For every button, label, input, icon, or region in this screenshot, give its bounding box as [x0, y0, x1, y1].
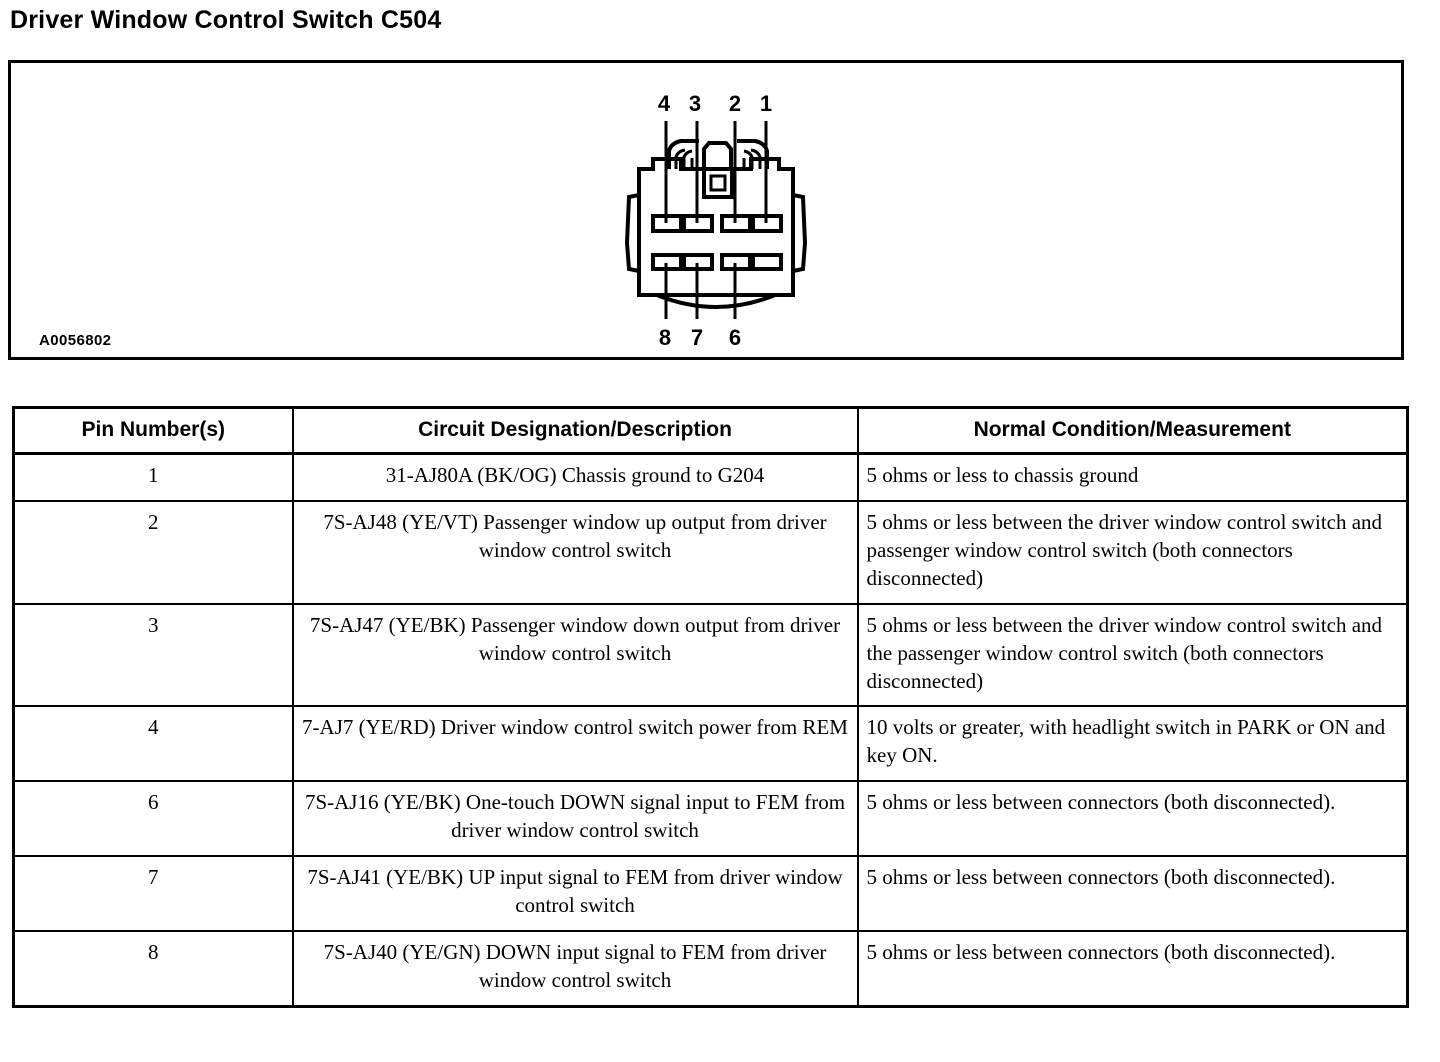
- bottom-pin-labels: 8 7 6: [659, 325, 741, 350]
- table-row: 4 7-AJ7 (YE/RD) Driver window control sw…: [12, 705, 1409, 783]
- left-rib-1: [674, 148, 686, 169]
- cell-pin-number: 4: [12, 705, 294, 783]
- cell-measurement: 5 ohms or less between connectors (both …: [856, 780, 1409, 858]
- pin-label-3: 3: [689, 91, 701, 116]
- pin-table-body: 1 31-AJ80A (BK/OG) Chassis ground to G20…: [12, 452, 1409, 1008]
- table-row: 3 7S-AJ47 (YE/BK) Passenger window down …: [12, 602, 1409, 708]
- left-wing-outline: [667, 139, 699, 169]
- pin-label-8: 8: [659, 325, 671, 350]
- right-side-tab: [792, 193, 808, 273]
- column-header-measurement: Normal Condition/Measurement: [856, 406, 1409, 455]
- cell-description: 7S-AJ48 (YE/VT) Passenger window up outp…: [291, 499, 859, 605]
- bottom-leader-lines: [664, 263, 737, 319]
- cell-description: 7-AJ7 (YE/RD) Driver window control swit…: [291, 705, 859, 783]
- pin-label-2: 2: [729, 91, 741, 116]
- top-leader-lines: [664, 121, 768, 223]
- table-row: 7 7S-AJ41 (YE/BK) UP input signal to FEM…: [12, 855, 1409, 932]
- table-row: 8 7S-AJ40 (YE/GN) DOWN input signal to F…: [12, 929, 1409, 1008]
- right-wing-outline: [737, 139, 769, 169]
- cavity-4: [651, 214, 683, 233]
- pin-table: Pin Number(s) Circuit Designation/Descri…: [12, 406, 1409, 1008]
- connector-diagram: 4 3 2 1: [609, 83, 829, 353]
- cell-measurement: 5 ohms or less to chassis ground: [856, 452, 1409, 502]
- pin-label-4: 4: [658, 91, 671, 116]
- pin-table-head: Pin Number(s) Circuit Designation/Descri…: [12, 406, 1409, 455]
- cell-pin-number: 3: [12, 602, 294, 708]
- pin-label-1: 1: [760, 91, 772, 116]
- cell-pin-number: 6: [12, 780, 294, 858]
- right-rib-2: [743, 149, 754, 169]
- connector-illustration-panel: A0056802 4 3 2 1: [8, 60, 1404, 360]
- figure-id-label: A0056802: [39, 332, 112, 349]
- cell-measurement: 5 ohms or less between connectors (both …: [856, 929, 1409, 1008]
- cavity-3: [682, 214, 714, 233]
- cell-measurement: 10 volts or greater, with headlight swit…: [856, 705, 1409, 783]
- cell-pin-number: 8: [12, 929, 294, 1008]
- lock-tower-outline: [702, 141, 733, 169]
- cell-pin-number: 7: [12, 855, 294, 932]
- cell-description: 7S-AJ47 (YE/BK) Passenger window down ou…: [291, 602, 859, 708]
- right-rib-1: [750, 148, 762, 169]
- left-wing-ribs: [674, 148, 694, 169]
- cavity-1: [751, 214, 783, 233]
- pin-label-6: 6: [729, 325, 741, 350]
- right-wing-ribs: [742, 148, 762, 169]
- cell-pin-number: 1: [12, 452, 294, 502]
- cavity-row-top: [651, 214, 783, 233]
- pin-label-7: 7: [691, 325, 703, 350]
- page-title: Driver Window Control Switch C504: [10, 6, 442, 34]
- lock-window-outer: [702, 167, 734, 199]
- top-pin-labels: 4 3 2 1: [658, 91, 772, 116]
- table-header-row: Pin Number(s) Circuit Designation/Descri…: [12, 406, 1409, 455]
- table-row: 1 31-AJ80A (BK/OG) Chassis ground to G20…: [12, 452, 1409, 502]
- left-side-tab: [624, 193, 640, 273]
- cavity-2: [720, 214, 752, 233]
- cell-measurement: 5 ohms or less between the driver window…: [856, 602, 1409, 708]
- cell-measurement: 5 ohms or less between the driver window…: [856, 499, 1409, 605]
- cell-description: 7S-AJ16 (YE/BK) One-touch DOWN signal in…: [291, 780, 859, 858]
- table-row: 6 7S-AJ16 (YE/BK) One-touch DOWN signal …: [12, 780, 1409, 858]
- cavity-row-bottom: [651, 253, 783, 271]
- connector-svg: 4 3 2 1: [624, 91, 808, 350]
- cell-measurement: 5 ohms or less between connectors (both …: [856, 855, 1409, 932]
- cell-description: 7S-AJ41 (YE/BK) UP input signal to FEM f…: [291, 855, 859, 932]
- column-header-description: Circuit Designation/Description: [291, 406, 859, 455]
- cavity-5-unused: [751, 253, 783, 271]
- left-rib-2: [682, 149, 693, 169]
- cell-pin-number: 2: [12, 499, 294, 605]
- cell-description: 31-AJ80A (BK/OG) Chassis ground to G204: [291, 452, 859, 502]
- connector-body-outline: [637, 157, 795, 297]
- lock-window-inner: [709, 174, 727, 192]
- bottom-shroud-curve: [656, 293, 776, 309]
- table-row: 2 7S-AJ48 (YE/VT) Passenger window up ou…: [12, 499, 1409, 605]
- cell-description: 7S-AJ40 (YE/GN) DOWN input signal to FEM…: [291, 929, 859, 1008]
- column-header-pin: Pin Number(s): [12, 406, 294, 455]
